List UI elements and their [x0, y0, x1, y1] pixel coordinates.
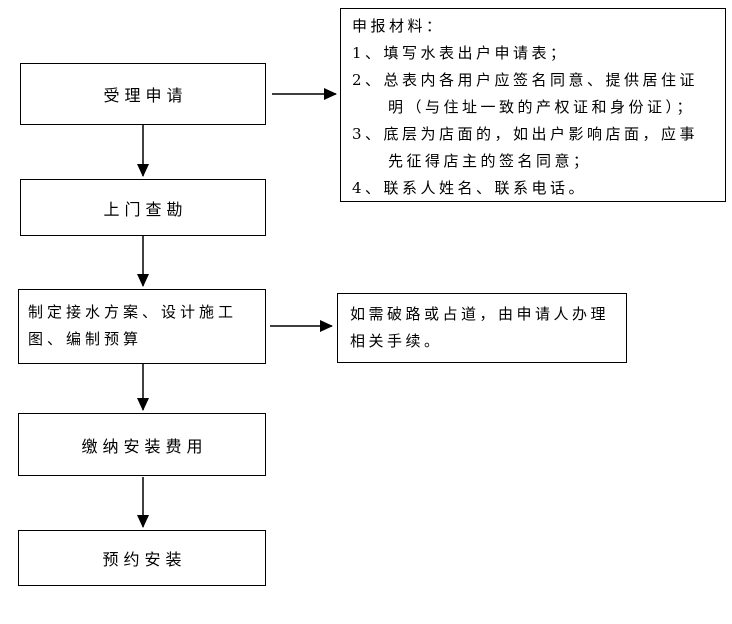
flow-step-plan-design-budget: 制定接水方案、设计施工 图、编制预算: [18, 289, 266, 364]
note-text-line: 相关手续。: [350, 332, 443, 350]
flow-step-site-survey: 上门查勘: [20, 179, 266, 236]
flow-step-label: 预约安装: [102, 550, 187, 569]
note-title: 申报材料：: [352, 17, 445, 35]
flow-step-label: 受理申请: [103, 86, 188, 105]
note-item-continuation: 先征得店主的签名同意；: [388, 152, 592, 170]
note-item-continuation: 明（与住址一致的产权证和身份证）；: [388, 98, 696, 116]
flow-step-accept-application: 受理申请: [20, 63, 266, 125]
flow-step-label: 缴纳安装费用: [81, 436, 208, 456]
flow-step-pay-installation-fee: 缴纳安装费用: [18, 413, 266, 476]
flow-step-schedule-installation: 预约安装: [18, 530, 266, 586]
note-item: 1、填写水表出户申请表；: [352, 44, 569, 62]
note-text-line: 如需破路或占道，由申请人办理: [350, 305, 610, 323]
note-item: 4、联系人姓名、联系电话。: [352, 179, 588, 197]
flow-step-label: 上门查勘: [103, 199, 188, 219]
flow-step-label-line: 图、编制预算: [28, 330, 143, 348]
note-application-materials: 申报材料： 1、填写水表出户申请表； 2、总表内各用户应签名同意、提供居住证 明…: [340, 8, 726, 202]
note-item: 2、总表内各用户应签名同意、提供居住证: [352, 71, 699, 89]
flow-step-label-line: 制定接水方案、设计施工: [28, 303, 238, 321]
note-item: 3、底层为店面的，如出户影响店面，应事: [352, 125, 699, 143]
note-road-permit: 如需破路或占道，由申请人办理 相关手续。: [337, 293, 627, 363]
